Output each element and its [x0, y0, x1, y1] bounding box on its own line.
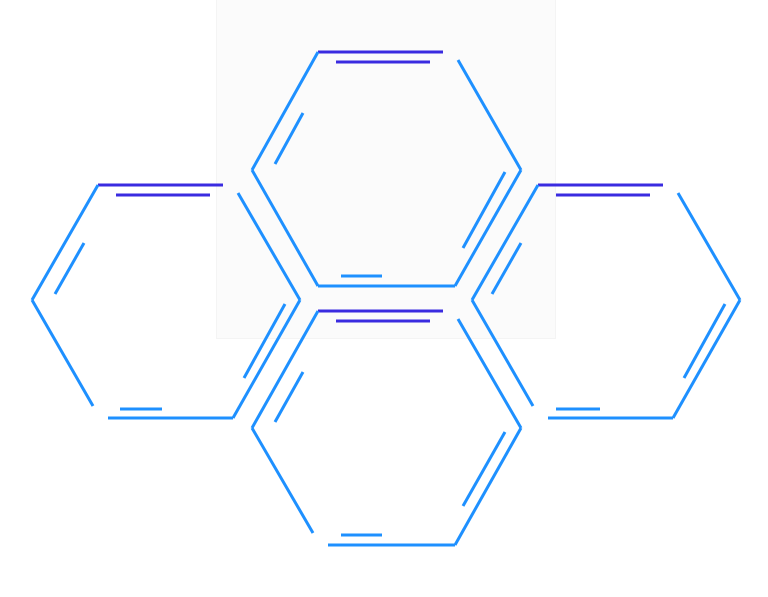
ring-left-double-bond-3: [53, 242, 86, 295]
ring-bottom-double-bond-1: [461, 431, 507, 507]
ring-right-double-bond-3: [490, 242, 523, 295]
ring-left-double-bond-1: [242, 303, 287, 379]
ring-bottom-bond-5: [250, 310, 320, 429]
ring-top-double-bond-3: [273, 112, 305, 165]
ring-bottom-bond-2: [453, 427, 523, 546]
ring-right-bond-2: [671, 299, 742, 419]
ring-right-bond-4: [470, 299, 535, 407]
ring-top-bond-4: [250, 169, 320, 287]
ring-top-bond-2: [453, 169, 523, 287]
ring-bottom-double-bond-3: [273, 371, 305, 423]
ring-top-bond-1: [456, 59, 523, 171]
ring-right-double-bond-1: [682, 303, 727, 379]
ring-left-bond-4: [30, 299, 95, 407]
ring-top-double-bond-1: [461, 171, 507, 249]
ring-bottom-bond-4: [250, 427, 315, 534]
ring-left-bond-5: [30, 184, 100, 301]
ring-top-bond-5: [250, 51, 320, 171]
ring-bottom-bond-1: [456, 318, 523, 429]
ring-right-bond-5: [470, 184, 540, 301]
ring-left-bond-2: [231, 299, 302, 419]
ring-right-bond-1: [676, 192, 742, 301]
ring-left-bond-1: [236, 192, 302, 301]
